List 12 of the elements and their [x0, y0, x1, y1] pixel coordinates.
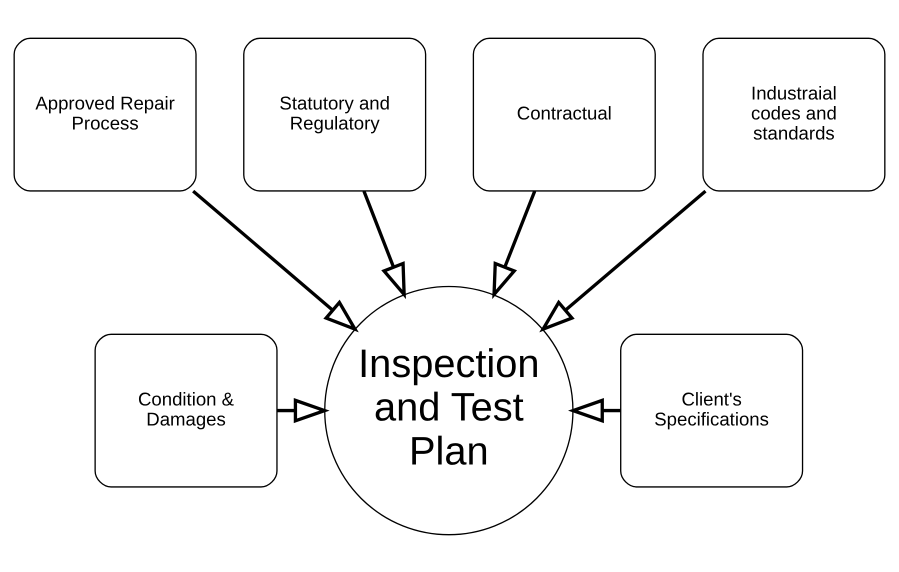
node-box: Industraial codes and standards	[702, 37, 886, 192]
node-box: Contractual	[472, 37, 656, 192]
arrow	[362, 190, 406, 299]
node-box: Approved Repair Process	[14, 37, 197, 192]
arrow	[492, 190, 536, 299]
arrow	[277, 398, 330, 423]
arrow	[539, 189, 707, 332]
node-box: Condition & Damages	[94, 333, 278, 488]
arrow	[192, 189, 359, 332]
node-box: Statutory and Regulatory	[243, 37, 426, 192]
node-box: Client's Specifications	[620, 333, 804, 488]
arrow	[568, 398, 621, 423]
